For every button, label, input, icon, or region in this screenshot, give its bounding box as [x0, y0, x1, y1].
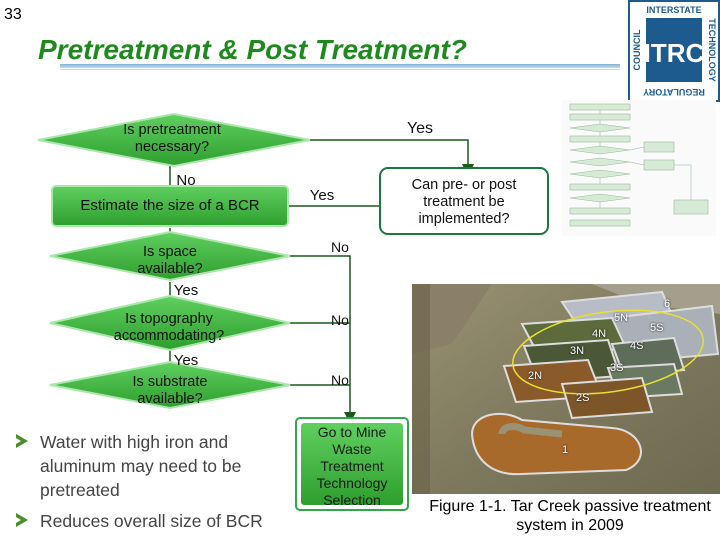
logo-right-text: TECHNOLOGY	[707, 18, 717, 82]
bullet-iron-aluminum: Water with high iron and aluminum may ne…	[16, 430, 290, 502]
box-go-to-mine-fill	[301, 423, 403, 505]
connector-yes-top	[310, 139, 474, 176]
itrc-logo: ITRC INTERSTATE REGULATORY COUNCIL TECHN…	[628, 0, 720, 102]
bullet-text: Water with high iron and aluminum may ne…	[40, 432, 242, 500]
label-edge-yes-topo: Yes	[173, 352, 199, 369]
label-q-substrate: Is substrate available?	[132, 374, 208, 407]
photo-label-6: 6	[664, 298, 671, 310]
photo-label-3s: 3S	[610, 362, 624, 374]
photo-label-5s: 5S	[650, 322, 664, 334]
logo-bottom-text: REGULATORY	[643, 87, 705, 97]
slide-title: Pretreatment & Post Treatment?	[38, 34, 467, 65]
label-go-to-mine: Go to Mine Waste Treatment Technology Se…	[316, 424, 388, 508]
photo-label-4s: 4S	[630, 340, 644, 352]
box-can-implement	[379, 167, 549, 235]
photo-caption: Figure 1-1. Tar Creek passive treatment …	[429, 498, 711, 534]
title-underline	[60, 64, 620, 68]
bullet-arrow-icon	[16, 513, 28, 527]
logo-center-text: ITRC	[644, 38, 705, 68]
highlight-ellipse	[512, 309, 704, 395]
connector-no-space	[290, 255, 356, 424]
photo-label-2n: 2N	[528, 370, 543, 382]
label-q-space: Is space available?	[137, 244, 203, 277]
label-edge-no-1: No	[176, 172, 196, 189]
slide-number: 33	[4, 6, 22, 23]
diamond-space	[49, 230, 291, 282]
diamond-topography	[49, 294, 291, 352]
label-edge-no-substrate: No	[331, 372, 349, 388]
label-edge-yes-space: Yes	[173, 282, 199, 299]
bullet-reduces-size: Reduces overall size of BCR	[16, 509, 310, 533]
logo-top-text: INTERSTATE	[646, 5, 701, 15]
box-estimate-bcr	[51, 185, 289, 227]
photo-label-4n: 4N	[592, 328, 607, 340]
label-q-can-implement: Can pre- or post treatment be implemente…	[411, 177, 517, 227]
label-edge-yes-estimate: Yes	[309, 187, 335, 204]
diamond-pretreatment	[37, 112, 311, 168]
pond-2s	[560, 376, 654, 420]
label-edge-no-topo: No	[331, 312, 349, 328]
bullet-text: Reduces overall size of BCR	[40, 511, 263, 531]
diamond-substrate	[49, 360, 291, 410]
bullet-arrow-icon	[16, 434, 28, 448]
photo-label-1: 1	[562, 444, 569, 456]
logo-left-text: COUNCIL	[632, 29, 642, 70]
photo-label-3n: 3N	[570, 345, 585, 357]
label-edge-no-space: No	[331, 239, 349, 255]
photo-label-5n: 5N	[614, 312, 629, 324]
photo-label-2s: 2S	[576, 392, 590, 404]
label-q-pretreatment: Is pretreatment necessary?	[123, 122, 221, 155]
title-underline-thin	[60, 69, 620, 70]
aerial-photo	[412, 284, 720, 494]
label-edge-yes-top: Yes	[406, 120, 434, 137]
flowchart-thumbnail	[562, 100, 716, 236]
label-estimate-bcr: Estimate the size of a BCR	[80, 197, 260, 214]
label-q-topography: Is topography accommodating?	[113, 311, 225, 344]
